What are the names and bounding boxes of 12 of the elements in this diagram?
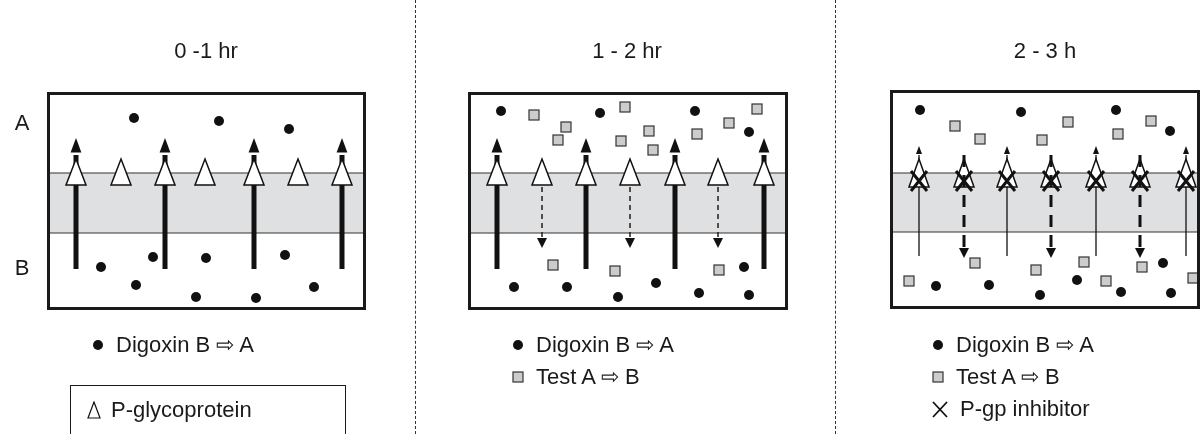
time-label: 2 - 3 h — [1013, 38, 1077, 64]
time-label: 0 -1 hr — [174, 38, 238, 64]
compartment-label: A — [14, 110, 30, 136]
legend-text: Test A ⇨ B — [536, 364, 640, 390]
time-label: 1 - 2 hr — [592, 38, 662, 64]
compartment-label: B — [14, 255, 30, 281]
legend-text: P-glycoprotein — [111, 397, 252, 423]
legend-text: P-gp inhibitor — [960, 396, 1090, 422]
legend-text: Digoxin B ⇨ A — [956, 332, 1094, 358]
legend-text: Digoxin B ⇨ A — [536, 332, 674, 358]
legend-text: Test A ⇨ B — [956, 364, 1060, 390]
legend-text: Digoxin B ⇨ A — [116, 332, 254, 358]
